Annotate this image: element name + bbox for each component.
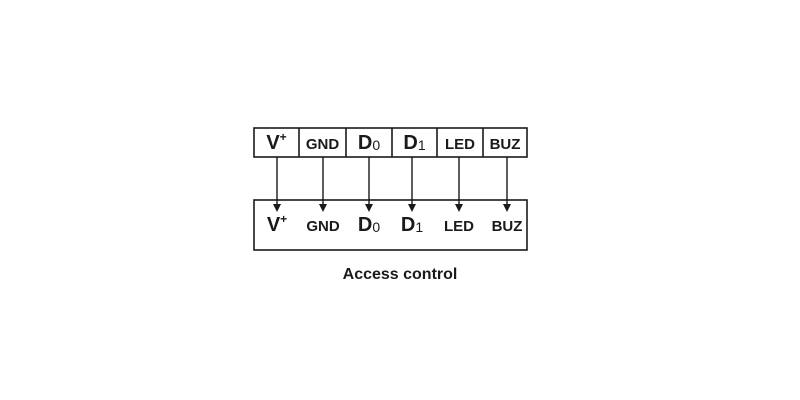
top-terminal-block (253, 127, 528, 158)
top-terminal-label-led: LED (445, 136, 475, 153)
controller-terminal-label-d0: D0 (358, 214, 380, 236)
controller-terminal-label-buz: BUZ (492, 218, 523, 235)
top-terminal-label-d0: D0 (358, 132, 380, 154)
top-terminal-label-gnd: GND (306, 136, 340, 153)
top-terminal-label-buz: BUZ (490, 136, 521, 153)
top-terminal-labels: V+ GND D0 D1 LED BUZ (266, 130, 520, 154)
controller-terminal-label-led: LED (444, 218, 474, 235)
top-terminal-label-v-: V+ (266, 130, 286, 154)
controller-terminal-label-v-: V+ (267, 212, 287, 236)
controller-terminal-label-gnd: GND (306, 218, 340, 235)
diagram-caption: Access control (342, 266, 458, 283)
top-terminal-dividers (298, 128, 484, 157)
controller-terminal-label-d1: D1 (401, 214, 423, 236)
top-terminal-label-d1: D1 (403, 132, 425, 154)
controller-box (253, 199, 528, 251)
controller-terminal-labels: V+ GND D0 D1 LED BUZ (267, 212, 523, 236)
